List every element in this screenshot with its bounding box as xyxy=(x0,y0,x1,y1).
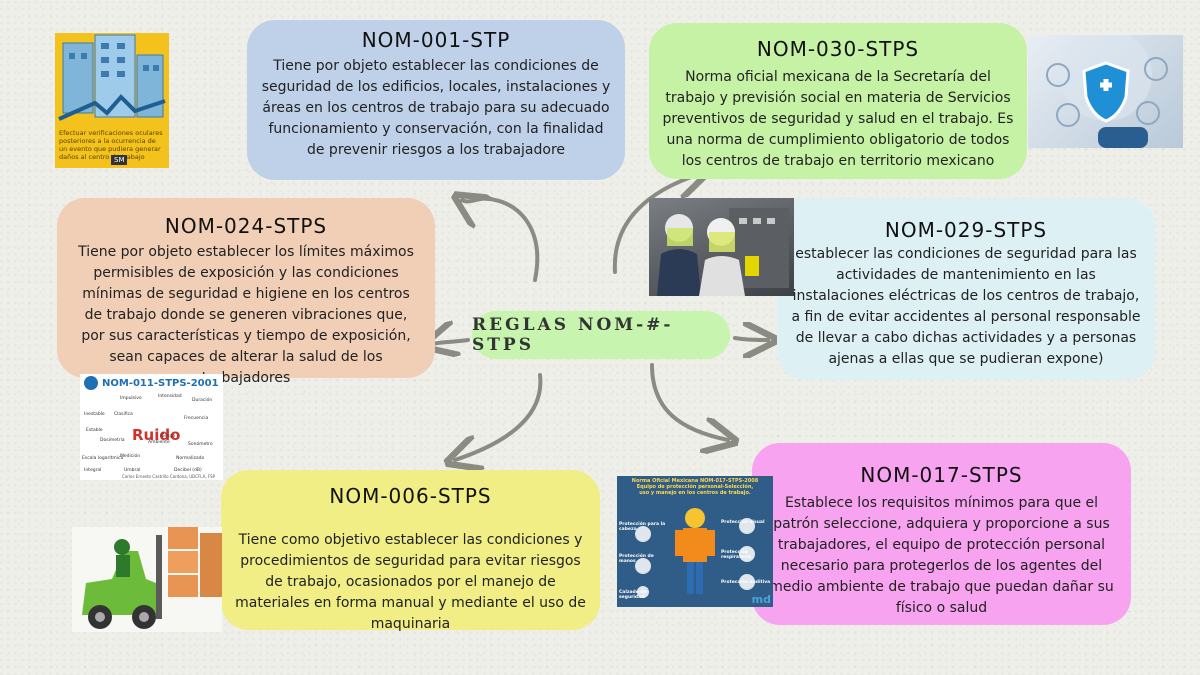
noise-word: Normalizado xyxy=(176,456,205,461)
noise-word: Estable xyxy=(86,428,103,433)
workers-icon xyxy=(657,208,789,296)
noise-word: Integral xyxy=(84,468,102,473)
ppe-label: Calzado de seguridad xyxy=(619,590,647,600)
ppe-label: Protección auditiva xyxy=(721,580,771,585)
noise-word: Riesgo xyxy=(160,434,176,439)
building-caption: Efectuar verificaciones oculares posteri… xyxy=(59,129,163,161)
noise-concept-map-image: NOM-011-STPS-2001 Ruido Impulsivo Intensi… xyxy=(80,374,223,480)
card-title: NOM-030-STPS xyxy=(756,37,920,61)
medical-services-image xyxy=(1028,35,1183,148)
card-text: Tiene como objetivo establecer las condi… xyxy=(235,532,586,632)
building-badge: SM xyxy=(111,155,128,165)
noise-word: Duración xyxy=(192,398,213,403)
card-text: establecer las condiciones de seguridad … xyxy=(791,246,1141,367)
forklift-icon xyxy=(82,527,222,629)
card-title: NOM-001-STP xyxy=(361,28,511,52)
center-node: REGLAS NOM-#-STPS xyxy=(472,311,730,359)
card-nom-024: NOM-024-STPS Tiene por objeto establecer… xyxy=(57,198,435,386)
noise-word: Escala logarítmica xyxy=(82,456,124,461)
electrical-workers-image xyxy=(649,198,794,296)
noise-word: Intensidad xyxy=(158,394,182,399)
card-nom-001: NOM-001-STP Tiene por objeto establecer … xyxy=(247,20,625,180)
card-title: NOM-024-STPS xyxy=(164,214,328,238)
ppe-label: Protección visual xyxy=(721,520,765,525)
noise-word: Dosimetría xyxy=(100,438,125,443)
noise-word: Decibel (dB) xyxy=(174,468,202,473)
card-nom-029: NOM-029-STPS establecer las condiciones … xyxy=(777,198,1155,380)
card-nom-017: NOM-017-STPS Establece los requisitos mí… xyxy=(752,443,1131,625)
ear-protection-icon xyxy=(84,376,98,390)
noise-word: Ambiente xyxy=(148,440,170,445)
noise-credit: Carlos Ernesto Castrillo Cardona, UDCFLA… xyxy=(122,474,216,479)
building-icon xyxy=(58,34,166,121)
noise-word: Medición xyxy=(120,454,141,459)
arrow-to-nom006 xyxy=(455,373,543,460)
center-label: REGLAS NOM-#-STPS xyxy=(472,315,674,355)
card-title: NOM-006-STPS xyxy=(329,484,492,508)
noise-word: Sonómetro xyxy=(188,442,213,447)
noise-map-title: NOM-011-STPS-2001 xyxy=(102,377,219,389)
card-text: Tiene por objeto establecer los límites … xyxy=(78,244,414,386)
arrow-to-nom017 xyxy=(650,363,728,440)
card-title: NOM-017-STPS xyxy=(860,463,1023,487)
ppe-infographic-image: Norma Oficial Mexicana NOM-017-STPS-2008… xyxy=(617,476,773,607)
md-logo: md xyxy=(751,593,771,606)
card-nom-006: NOM-006-STPS Tiene como objetivo estable… xyxy=(221,470,600,632)
noise-center-word: Ruido xyxy=(132,426,181,444)
arrow-to-nom001 xyxy=(462,199,540,282)
medical-shield-icon xyxy=(1046,35,1168,148)
building-damage-image: Efectuar verificaciones oculares posteri… xyxy=(55,33,169,168)
ppe-label: Protección de manos xyxy=(619,554,654,564)
arrow-to-nom029 xyxy=(733,338,768,340)
card-nom-030: NOM-030-STPS Norma oficial mexicana de l… xyxy=(649,23,1027,179)
ppe-title: Norma Oficial Mexicana NOM-017-STPS-2008… xyxy=(631,478,759,496)
ppe-label: Protección para la cabeza xyxy=(619,522,666,532)
noise-word: Frecuencia xyxy=(184,416,209,421)
card-title: NOM-029-STPS xyxy=(884,218,1048,242)
card-text: Norma oficial mexicana de la Secretaría … xyxy=(662,69,1014,169)
arrow-to-nom024 xyxy=(432,340,470,344)
ppe-label: Protección respiratoria xyxy=(721,550,752,560)
card-text: Tiene por objeto establecer las condicio… xyxy=(261,58,611,158)
noise-word: Inestable xyxy=(84,412,105,417)
worker-ppe-icon xyxy=(635,508,755,598)
noise-word: Clasifica xyxy=(114,412,133,417)
card-text: Establece los requisitos mínimos para qu… xyxy=(769,495,1114,616)
noise-word: Umbral xyxy=(124,468,141,473)
noise-word: Impulsivo xyxy=(120,396,142,401)
forklift-image xyxy=(72,527,222,632)
